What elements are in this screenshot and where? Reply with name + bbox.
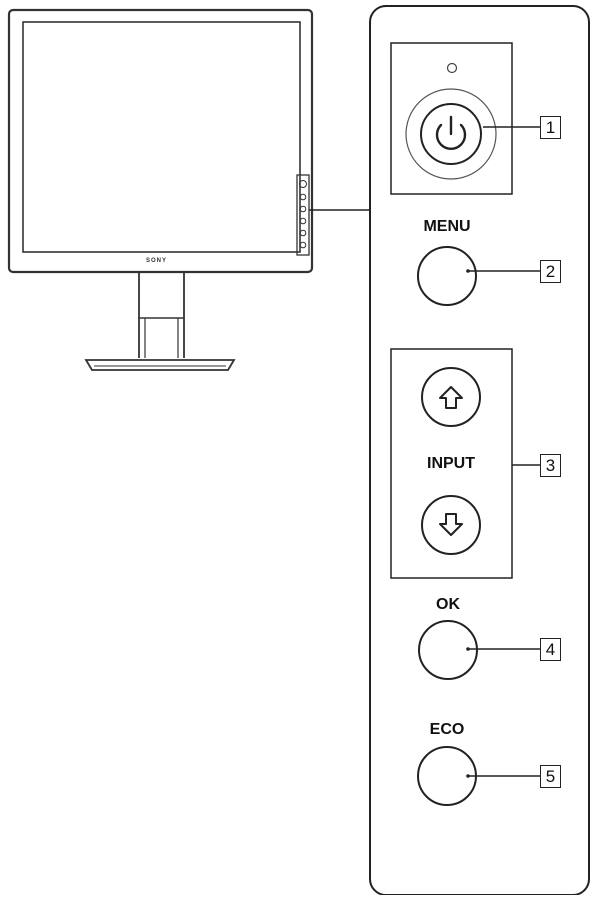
mini-button bbox=[299, 241, 307, 249]
monitor-stand-neck bbox=[138, 272, 185, 358]
power-group-box bbox=[390, 42, 513, 195]
power-icon bbox=[435, 115, 467, 150]
ok-label: OK bbox=[436, 596, 460, 613]
input-label: INPUT bbox=[427, 455, 475, 472]
callout-dots bbox=[466, 269, 470, 778]
eco-label: ECO bbox=[429, 721, 465, 738]
callout-number-3: 3 bbox=[540, 454, 561, 477]
down-button[interactable] bbox=[421, 495, 481, 555]
monitor bbox=[7, 8, 314, 371]
callout-number-4: 4 bbox=[540, 638, 561, 661]
menu-label: MENU bbox=[423, 218, 471, 235]
monitor-bezel bbox=[7, 8, 314, 274]
monitor-mini-buttons bbox=[299, 180, 307, 249]
callout-number-2: 2 bbox=[540, 260, 561, 283]
mini-button bbox=[299, 193, 307, 201]
monitor-button-strip bbox=[296, 174, 310, 256]
callout-lines bbox=[468, 126, 540, 777]
monitor-stand-base bbox=[84, 359, 236, 371]
arrow-up-icon bbox=[439, 386, 463, 409]
callout-number-5: 5 bbox=[540, 765, 561, 788]
monitor-stand-neck-lower bbox=[144, 318, 179, 358]
up-button[interactable] bbox=[421, 367, 481, 427]
mini-button bbox=[299, 205, 307, 213]
mini-power-button bbox=[299, 180, 307, 188]
ok-button[interactable] bbox=[418, 620, 478, 680]
mini-button bbox=[299, 229, 307, 237]
input-group-box bbox=[390, 348, 513, 579]
arrow-down-icon bbox=[439, 513, 463, 536]
callout-number-1: 1 bbox=[540, 116, 561, 139]
menu-button[interactable] bbox=[417, 246, 477, 306]
power-indicator-led bbox=[446, 62, 458, 74]
mini-button bbox=[299, 217, 307, 225]
monitor-brand-logo: SONY bbox=[146, 258, 168, 264]
monitor-screen bbox=[22, 21, 301, 253]
